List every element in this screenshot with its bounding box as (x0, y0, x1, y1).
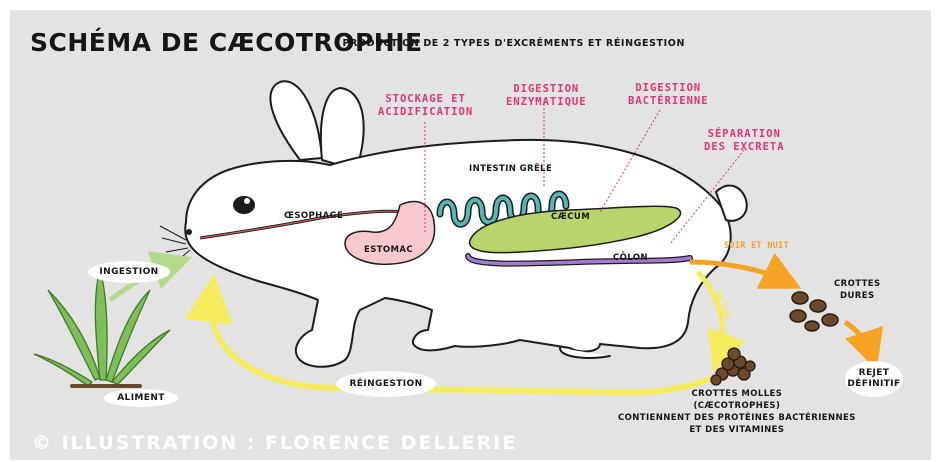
aliment-label: ALIMENT (104, 389, 178, 407)
label-digestion-enzymatique: DIGESTION ENZYMATIQUE (506, 83, 587, 109)
label-stockage-acidification: STOCKAGE ET ACIDIFICATION (378, 93, 473, 119)
rejet-arrow (845, 322, 872, 356)
reingestion-label: RÉINGESTION (336, 371, 436, 397)
label-digestion-bacterienne: DIGESTION BACTÉRIENNE (628, 82, 709, 108)
soir-et-nuit-label: SOIR ET NUIT (724, 241, 789, 251)
label-oesophage: ŒSOPHAGE (284, 211, 343, 221)
crottes-dures-illustration (790, 292, 838, 331)
crottes-molles-label: CROTTES MOLLES (CÆCOTROPHES) CONTIENNENT… (618, 388, 856, 436)
illustration-credit: © ILLUSTRATION : FLORENCE DELLERIE (32, 432, 517, 454)
rabbit-eye (233, 196, 255, 214)
label-intestin-grele: INTESTIN GRÊLE (469, 164, 552, 174)
ingestion-label: INGESTION (88, 261, 170, 283)
label-separation-excreta: SÉPARATION DES EXCRETA (704, 128, 785, 154)
crottes-dures-label: CROTTES DURES (834, 278, 881, 302)
rabbit-ear-back (270, 81, 322, 160)
diagram-subtitle: - PRODUCTION DE 2 TYPES D'EXCRÉMENTS ET … (334, 38, 685, 49)
label-colon: CÔLON (613, 253, 648, 263)
label-caecum: CÆCUM (551, 212, 590, 222)
plant-illustration (34, 268, 170, 386)
label-estomac: ESTOMAC (364, 245, 413, 255)
rabbit-body (185, 140, 730, 367)
